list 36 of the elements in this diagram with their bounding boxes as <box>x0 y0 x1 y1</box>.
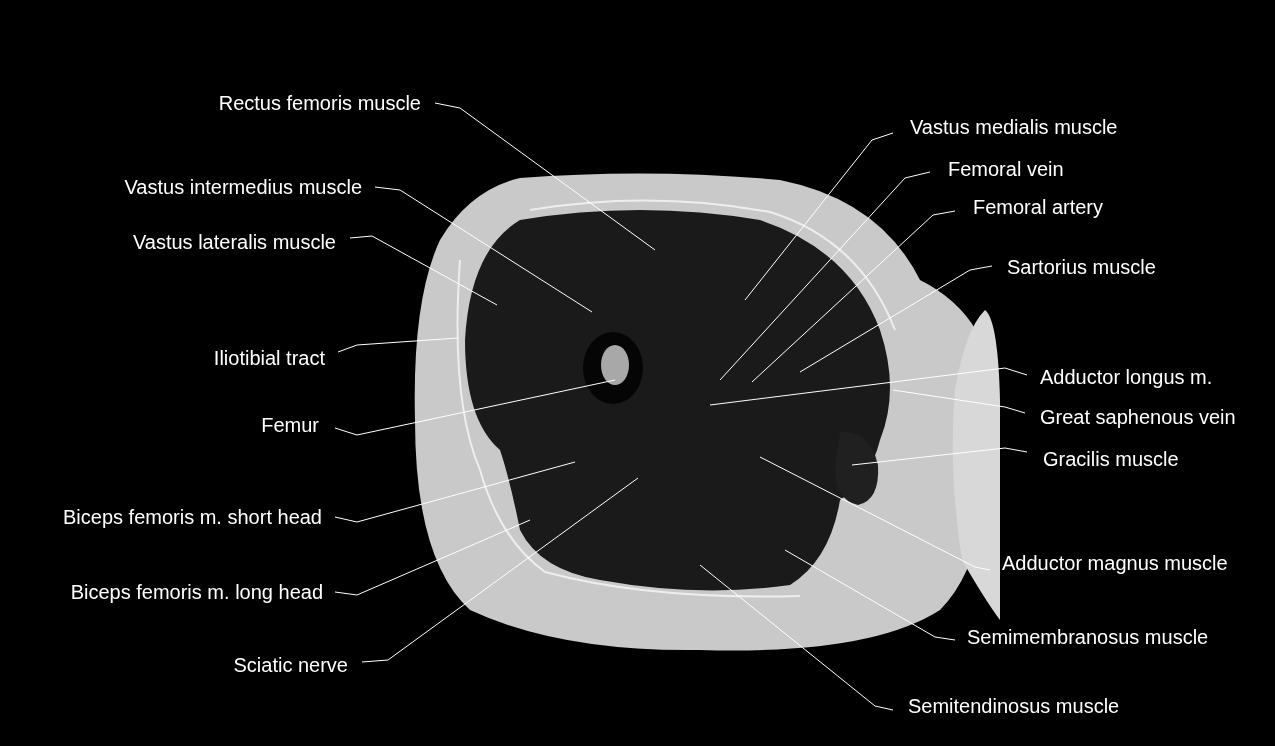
leader-line <box>759 456 991 571</box>
leader-line <box>434 102 656 251</box>
anatomy-label: Femoral artery <box>973 195 1104 219</box>
leader-line <box>334 379 616 436</box>
leader-line <box>334 461 576 523</box>
leader-line <box>337 337 459 353</box>
anatomy-label: Iliotibial tract <box>213 346 325 370</box>
leader-line <box>751 210 956 383</box>
leader-line <box>361 477 639 663</box>
anatomy-label: Biceps femoris m. short head <box>63 505 322 529</box>
leader-line <box>892 389 1026 414</box>
anatomy-label: Great saphenous vein <box>1040 405 1236 429</box>
anatomy-label: Adductor longus m. <box>1040 365 1213 389</box>
anatomy-label: Femur <box>261 413 319 437</box>
anatomy-label: Rectus femoris muscle <box>218 91 421 115</box>
anatomy-label: Biceps femoris m. long head <box>70 580 323 604</box>
anatomy-label: Femoral vein <box>948 157 1064 181</box>
leader-line <box>699 564 894 711</box>
anatomy-label: Semimembranosus muscle <box>967 625 1209 649</box>
leader-line <box>744 132 894 301</box>
leader-line <box>784 549 956 641</box>
anatomy-label: Vastus medialis muscle <box>910 115 1118 139</box>
anatomy-label: Gracilis muscle <box>1043 447 1179 471</box>
leader-line <box>851 447 1028 466</box>
leader-line <box>719 171 931 381</box>
anatomy-label: Adductor magnus muscle <box>1002 551 1228 575</box>
anatomy-label: Vastus intermedius muscle <box>124 175 362 199</box>
leader-line <box>799 265 993 373</box>
leader-line <box>334 519 531 596</box>
leader-line <box>374 186 593 313</box>
anatomy-label: Vastus lateralis muscle <box>132 230 336 254</box>
leader-line <box>709 367 1028 406</box>
leader-line <box>349 235 498 306</box>
anatomy-label: Semitendinosus muscle <box>908 694 1120 718</box>
anatomy-label: Sartorius muscle <box>1007 255 1156 279</box>
anatomy-label: Sciatic nerve <box>233 653 348 677</box>
